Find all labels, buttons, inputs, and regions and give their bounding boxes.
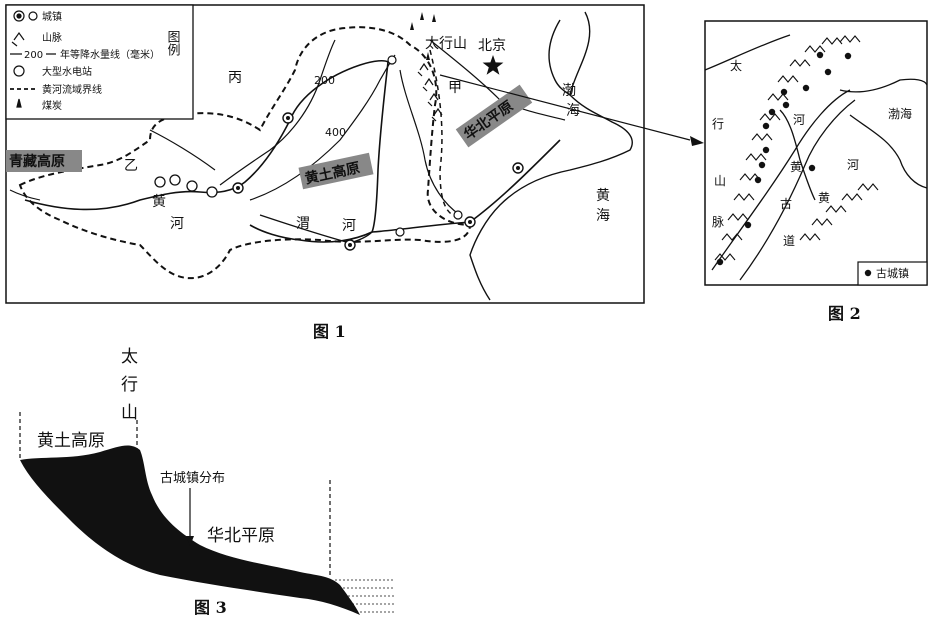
label-taihang: 太行山 xyxy=(425,36,467,52)
label-yellowsea-1: 黄 xyxy=(596,187,610,204)
loess-box xyxy=(298,152,374,190)
coastline-north xyxy=(548,19,571,96)
fig3-label-north-china: 华北平原 xyxy=(207,526,275,546)
legend-item-hydropower: 大型水电站 xyxy=(42,65,92,78)
fig2-label-hang: 行 xyxy=(712,117,724,131)
label-huang: 黄 xyxy=(152,193,166,210)
pointer-arrow xyxy=(439,74,691,141)
fig2-label-huang-right: 黄 xyxy=(818,191,830,205)
fig2-label-bohai: 渤海 xyxy=(888,106,912,121)
fig2-label-huang-mid: 黄 xyxy=(790,160,802,174)
river-west xyxy=(149,129,216,171)
fig2-ancient-river xyxy=(711,89,851,271)
figure1-caption: 图 1 xyxy=(313,322,346,341)
figure3-caption: 图 3 xyxy=(194,598,227,617)
fig3-distribution-arrowhead xyxy=(186,536,194,546)
figure3-profile: 太 行 山 黄土高原 古城镇分布 华北平原 xyxy=(19,347,395,615)
label-yi: 乙 xyxy=(124,158,138,174)
fig3-terrain xyxy=(20,445,360,615)
fig3-taihang-1: 太 xyxy=(121,347,138,367)
coastline xyxy=(469,11,633,301)
fig3-sea xyxy=(335,579,395,613)
fig2-label-shan: 山 xyxy=(714,174,726,188)
label-bohai-1: 渤 xyxy=(562,83,576,99)
coal-icon xyxy=(16,98,22,108)
fig2-label-he-right: 河 xyxy=(847,158,859,172)
ancient-town-icon xyxy=(864,269,872,277)
fig3-label-distribution: 古城镇分布 xyxy=(160,471,225,486)
hydropower-stations xyxy=(154,174,218,198)
legend-item-isohyet: 年等降水量线（毫米） xyxy=(60,48,160,61)
fig2-legend-box xyxy=(857,261,928,286)
fig2-ancient-towns xyxy=(716,51,852,266)
fig2-legend-text: 古城镇 xyxy=(876,266,909,280)
label-iso400: 400 xyxy=(325,126,346,139)
fig2-label-mai: 脉 xyxy=(712,214,724,229)
fig3-taihang-2: 行 xyxy=(121,375,138,395)
legend-isohyet-value: 200 xyxy=(24,50,43,61)
coal-marks xyxy=(410,12,436,60)
fig2-coast xyxy=(704,34,928,189)
fig2-label-dao: 道 xyxy=(783,234,795,248)
label-jia: 甲 xyxy=(448,80,462,96)
label-yellowsea-2: 海 xyxy=(596,208,610,224)
label-iso200: 200 xyxy=(314,74,335,87)
taihang-mountains xyxy=(417,62,443,122)
fig3-taihang-3: 山 xyxy=(121,403,138,423)
legend-item-basin: 黄河流域界线 xyxy=(42,83,102,96)
legend-icons xyxy=(10,10,56,108)
pointer-arrowhead xyxy=(690,136,704,146)
fig2-label-tai: 太 xyxy=(730,58,742,73)
fig2-label-he-top: 河 xyxy=(793,113,805,127)
figure2-caption: 图 2 xyxy=(828,304,861,323)
legend-item-coal: 煤炭 xyxy=(42,99,62,112)
fig3-label-loess: 黄土高原 xyxy=(37,431,105,451)
hydropower-icon xyxy=(13,65,25,77)
fig2-ancient-river-2 xyxy=(739,99,856,281)
label-weihe: 河 xyxy=(342,218,356,234)
isohyet-200 xyxy=(219,39,336,186)
figure1-map: 青藏高原 黄土高原 华北平原 丙 太行山 北京 甲 渤 海 黄 海 乙 黄 河 … xyxy=(5,4,704,304)
legend-item-town: 城镇 xyxy=(42,10,62,23)
legend-title: 图例 xyxy=(165,30,181,57)
town-markers xyxy=(232,55,524,251)
beijing-star xyxy=(482,55,504,75)
plain-boundary xyxy=(429,49,461,219)
yellow-river xyxy=(24,59,389,243)
legend-box xyxy=(5,4,194,120)
river-north xyxy=(399,69,461,216)
fig2-mountains xyxy=(714,35,879,261)
figure2-frame xyxy=(704,20,928,286)
fig2-label-gu: 古 xyxy=(780,196,792,211)
label-wei: 渭 xyxy=(296,216,310,232)
plain-box xyxy=(455,84,533,148)
label-bing: 丙 xyxy=(228,70,242,86)
figure2-map: 太 行 山 脉 渤海 河 黄 古 道 河 黄 古城镇 xyxy=(704,20,928,286)
fig2-river xyxy=(779,109,816,201)
qingzang-box xyxy=(6,150,82,172)
mountain-icon xyxy=(11,31,25,47)
label-qingzang: 青藏高原 xyxy=(9,153,65,170)
label-he: 河 xyxy=(170,216,184,232)
label-beijing: 北京 xyxy=(478,38,506,54)
legend-item-mountain: 山脉 xyxy=(42,31,62,44)
label-bohai-2: 海 xyxy=(566,103,580,119)
isohyet-400 xyxy=(249,54,396,201)
